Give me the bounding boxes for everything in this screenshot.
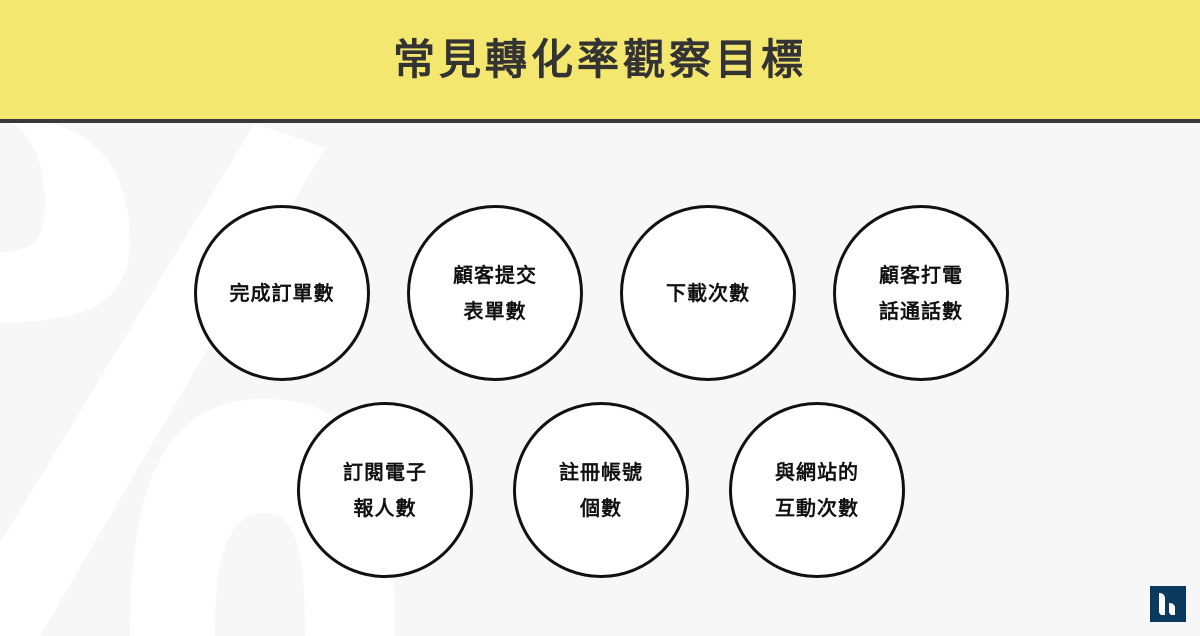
goal-label-line1: 完成訂單數 <box>229 281 335 305</box>
goal-label-line2: 話通話數 <box>879 299 963 323</box>
goal-label-line2: 報人數 <box>353 496 417 520</box>
goal-label-line2: 表單數 <box>463 299 527 323</box>
goal-label-line1: 下載次數 <box>666 281 750 305</box>
goal-phone-calls: 顧客打電 話通話數 <box>833 205 1009 381</box>
brand-logo-icon <box>1150 586 1186 622</box>
goal-form-submissions: 顧客提交 表單數 <box>407 205 583 381</box>
goal-site-interactions: 與網站的 互動次數 <box>729 402 905 578</box>
goal-label-line2: 個數 <box>580 496 622 520</box>
header-banner: 常見轉化率觀察目標 <box>0 0 1200 123</box>
goal-label-line1: 與網站的 <box>775 460 859 484</box>
goal-downloads: 下載次數 <box>620 205 796 381</box>
goal-completed-orders: 完成訂單數 <box>194 205 370 381</box>
goal-label-line1: 顧客打電 <box>879 263 963 287</box>
page-title: 常見轉化率觀察目標 <box>392 35 807 84</box>
goal-label-line1: 顧客提交 <box>453 263 537 287</box>
goal-label-line1: 註冊帳號 <box>559 460 643 484</box>
goal-label-line1: 訂閱電子 <box>343 460 427 484</box>
goal-account-registrations: 註冊帳號 個數 <box>513 402 689 578</box>
goal-label-line2: 互動次數 <box>775 496 859 520</box>
goal-newsletter-subscribers: 訂閱電子 報人數 <box>297 402 473 578</box>
